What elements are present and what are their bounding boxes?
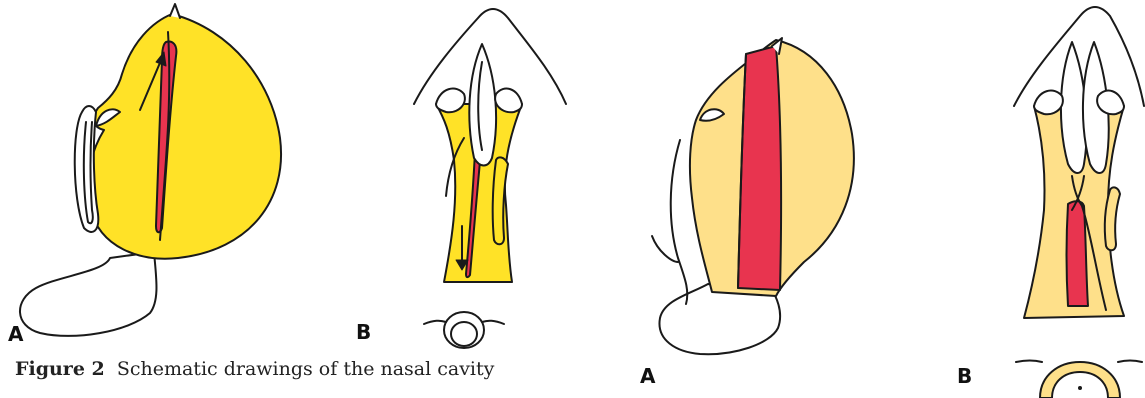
left-panel-a-label: A <box>8 324 23 344</box>
left-a-yellow-mucosa <box>87 14 281 259</box>
left-b-right-lobe <box>495 89 522 113</box>
right-b-right-lobe <box>1097 91 1124 115</box>
right-panel-a-label: A <box>640 366 655 386</box>
left-a-tip <box>170 4 180 18</box>
figure-caption: Figure 2 Schematic drawings of the nasal… <box>15 360 494 379</box>
figure-caption-label: Figure 2 <box>15 358 105 380</box>
right-a-left-bracket <box>671 140 688 304</box>
left-b-left-lobe <box>436 89 465 113</box>
left-panel-a-drawing <box>20 4 281 336</box>
right-b-ring-top <box>1040 362 1120 398</box>
left-b-ring-inner <box>451 322 477 346</box>
right-b-ring-dot <box>1078 386 1082 390</box>
left-panel-b-drawing <box>414 9 566 348</box>
right-b-left-lobe <box>1034 91 1063 115</box>
left-panel-b-label: B <box>356 322 371 342</box>
right-panel-b-label: B <box>957 366 972 386</box>
figure-caption-text: Schematic drawings of the nasal cavity <box>105 358 495 380</box>
left-a-lower-hook <box>20 252 157 336</box>
right-panel-a-drawing <box>652 38 854 354</box>
right-panel-b-drawing <box>1014 7 1144 398</box>
